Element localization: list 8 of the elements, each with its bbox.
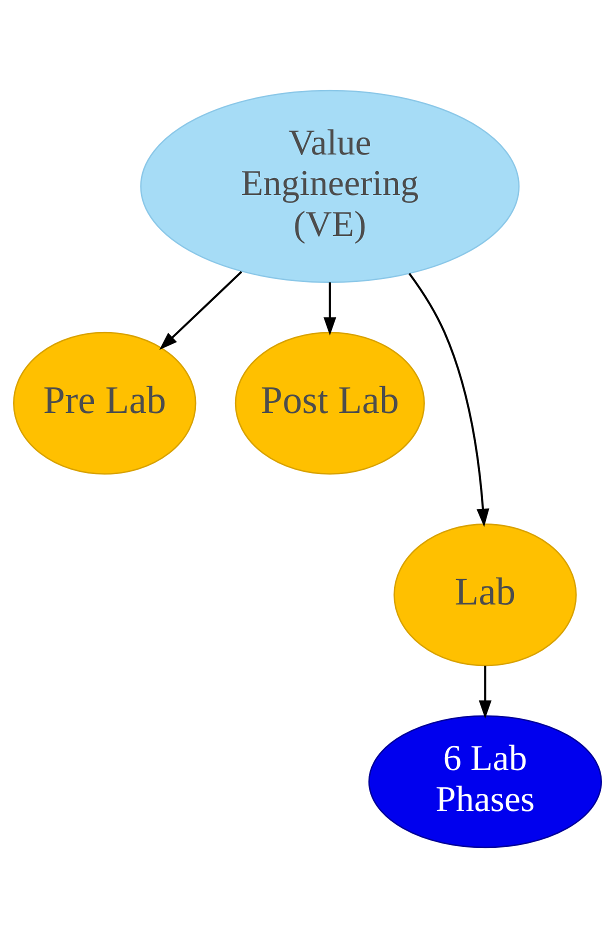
- node-ellipse: 6 Lab Phases: [368, 714, 602, 848]
- arrow: [408, 272, 490, 526]
- arrow: [478, 665, 492, 718]
- node-ellipse: Lab: [394, 523, 577, 666]
- arrow: [159, 270, 242, 350]
- arrow: [324, 282, 336, 335]
- node-ellipse: Value Engineering (VE): [140, 89, 520, 282]
- node-ellipse: Post Lab: [234, 331, 425, 474]
